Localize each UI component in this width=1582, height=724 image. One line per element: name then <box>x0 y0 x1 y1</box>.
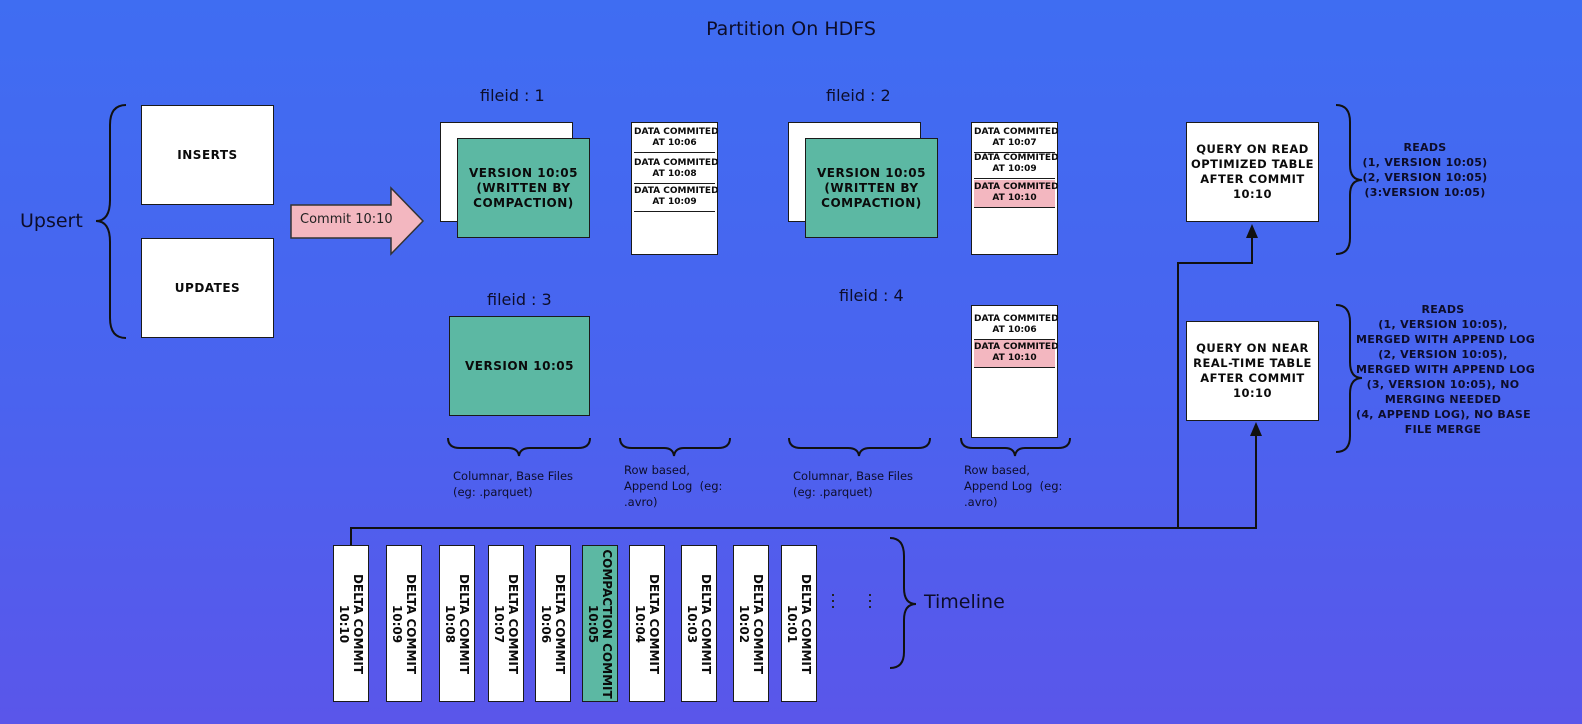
file2-log-entry: DATA COMMITED AT 10:07 <box>974 125 1059 153</box>
timeline-label: Timeline <box>924 591 1005 613</box>
fileid-1-label: fileid : 1 <box>480 86 545 105</box>
file1-base-file: VERSION 10:05 (WRITTEN BY COMPACTION) <box>457 138 590 238</box>
caption-columnar-1: Columnar, Base Files (eg: .parquet) <box>453 469 574 499</box>
file2-log-entry: DATA COMMITED AT 10:09 <box>974 151 1059 179</box>
fileid-4-label: fileid : 4 <box>839 286 904 305</box>
file4-log-entry: DATA COMMITED AT 10:06 <box>974 312 1059 340</box>
file2-log-entry-new: DATA COMMITED AT 10:10 <box>974 180 1059 208</box>
file1-log-entry: DATA COMMITED AT 10:09 <box>634 184 719 212</box>
arrowhead-ro <box>1246 224 1258 238</box>
file3-base-file: VERSION 10:05 <box>449 316 590 416</box>
timeline-commit: DELTA COMMIT 10:03 <box>681 545 717 702</box>
reads-read-optimized: READS (1, VERSION 10:05) (2, VERSION 10:… <box>1362 141 1488 199</box>
brace-col1 <box>447 437 591 457</box>
commit-arrow-label: Commit 10:10 <box>300 212 393 227</box>
caption-row-2: Row based, Append Log (eg: .avro) <box>964 463 1063 509</box>
upsert-label: Upsert <box>20 210 83 232</box>
reads-rt-brace <box>1335 304 1363 453</box>
file4-log-entry-new: DATA COMMITED AT 10:10 <box>974 340 1059 368</box>
timeline-commit: DELTA COMMIT 10:06 <box>535 545 571 702</box>
timeline-commit: DELTA COMMIT 10:10 <box>333 545 369 702</box>
file2-base-file: VERSION 10:05 (WRITTEN BY COMPACTION) <box>805 138 938 238</box>
timeline-commit: DELTA COMMIT 10:08 <box>439 545 475 702</box>
page-title: Partition On HDFS <box>706 18 876 40</box>
file4-append-log: DATA COMMITED AT 10:06 DATA COMMITED AT … <box>971 305 1059 438</box>
query-real-time: QUERY ON NEAR REAL-TIME TABLE AFTER COMM… <box>1186 321 1319 421</box>
caption-columnar-2: Columnar, Base Files (eg: .parquet) <box>793 469 914 499</box>
timeline-commit: DELTA COMMIT 10:07 <box>488 545 524 702</box>
arrowhead-rt <box>1250 422 1262 436</box>
fileid-2-label: fileid : 2 <box>826 86 891 105</box>
timeline-brace <box>889 537 917 669</box>
timeline-commit: DELTA COMMIT 10:04 <box>629 545 665 702</box>
reads-ro-brace <box>1335 104 1363 255</box>
query-read-optimized: QUERY ON READ OPTIMIZED TABLE AFTER COMM… <box>1186 122 1319 222</box>
brace-col4 <box>960 437 1071 457</box>
file1-log-entry: DATA COMMITED AT 10:08 <box>634 156 719 184</box>
file1-append-log: DATA COMMITED AT 10:06 DATA COMMITED AT … <box>631 122 719 255</box>
timeline-commit: DELTA COMMIT 10:09 <box>386 545 422 702</box>
commit-arrow-shape <box>290 186 425 256</box>
timeline-commit: DELTA COMMIT 10:02 <box>733 545 769 702</box>
timeline-commit: DELTA COMMIT 10:01 <box>781 545 817 702</box>
reads-real-time: READS (1, VERSION 10:05), MERGED WITH AP… <box>1356 303 1536 436</box>
fileid-3-label: fileid : 3 <box>487 290 552 309</box>
timeline-connector <box>350 432 1257 545</box>
timeline-compaction-commit: COMPACTION COMMIT 10:05 <box>582 545 618 702</box>
caption-row-1: Row based, Append Log (eg: .avro) <box>624 463 723 509</box>
file2-append-log: DATA COMMITED AT 10:07 DATA COMMITED AT … <box>971 122 1059 255</box>
upsert-brace <box>95 104 127 339</box>
inserts-box: INSERTS <box>141 105 274 205</box>
brace-col3 <box>788 437 931 457</box>
brace-col2 <box>619 437 731 457</box>
file1-log-entry: DATA COMMITED AT 10:06 <box>634 125 719 153</box>
ro-connector <box>1177 234 1253 528</box>
updates-box: UPDATES <box>141 238 274 338</box>
